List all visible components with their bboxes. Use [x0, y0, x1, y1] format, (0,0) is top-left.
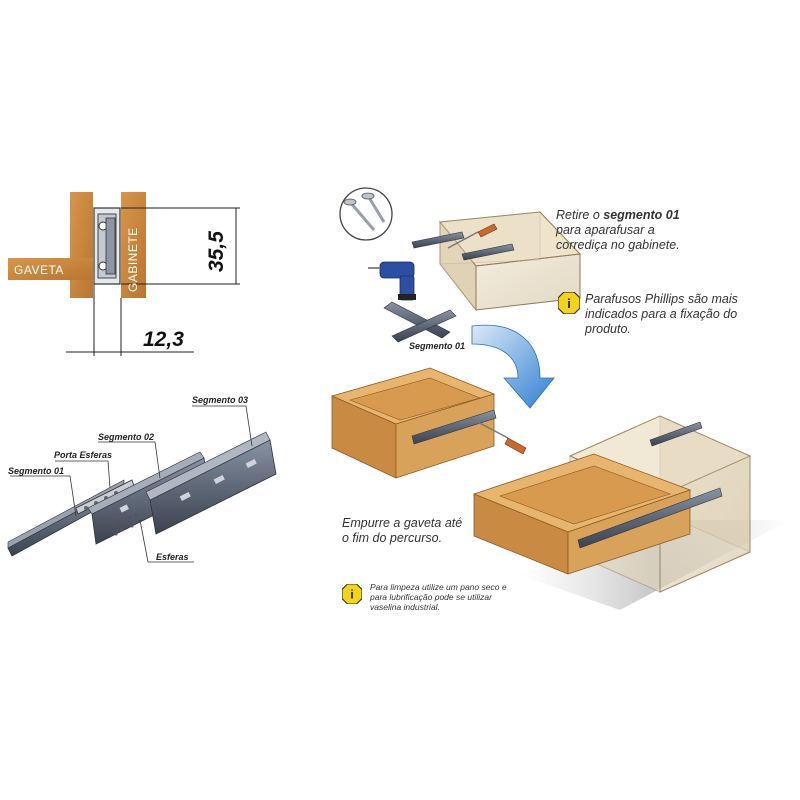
label-segment-01: Segmento 01 [8, 466, 65, 476]
screw-icon [343, 192, 386, 231]
drawer-label: GAVETA [14, 263, 64, 277]
label-segment-03: Segmento 03 [192, 395, 249, 405]
final-assembly-illustration [472, 415, 790, 610]
curved-arrow [471, 324, 555, 409]
cross-section-view [8, 192, 240, 356]
label-segment-02: Segmento 02 [98, 432, 155, 442]
step-1-segment-label: Segmento 01 [409, 341, 466, 351]
step-1-illustration [339, 187, 582, 343]
svg-text:i: i [567, 296, 571, 311]
svg-text:i: i [350, 588, 353, 602]
step-1-tip: Parafusos Phillips são mais indicados pa… [585, 292, 738, 336]
drawer-illustration [330, 367, 527, 479]
warning-icon: i [558, 292, 580, 314]
warning-icon: i [342, 584, 362, 604]
exploded-slide-view [7, 405, 277, 563]
cabinet-label: GABINETE [126, 227, 140, 292]
label-ball-cage: Porta Esferas [54, 450, 113, 460]
height-dimension: 35,5 [205, 231, 228, 272]
drill-icon [368, 261, 416, 301]
step-2-instruction: Empurre a gaveta até o fim do percurso. [342, 516, 463, 545]
step-1-instruction: Retire o segmento 01 para aparafusar a c… [556, 208, 680, 252]
step-2-tip: Para limpeza utilize um pano seco e para… [370, 582, 507, 612]
label-balls: Esferas [156, 552, 189, 562]
width-dimension: 12,3 [143, 328, 184, 351]
